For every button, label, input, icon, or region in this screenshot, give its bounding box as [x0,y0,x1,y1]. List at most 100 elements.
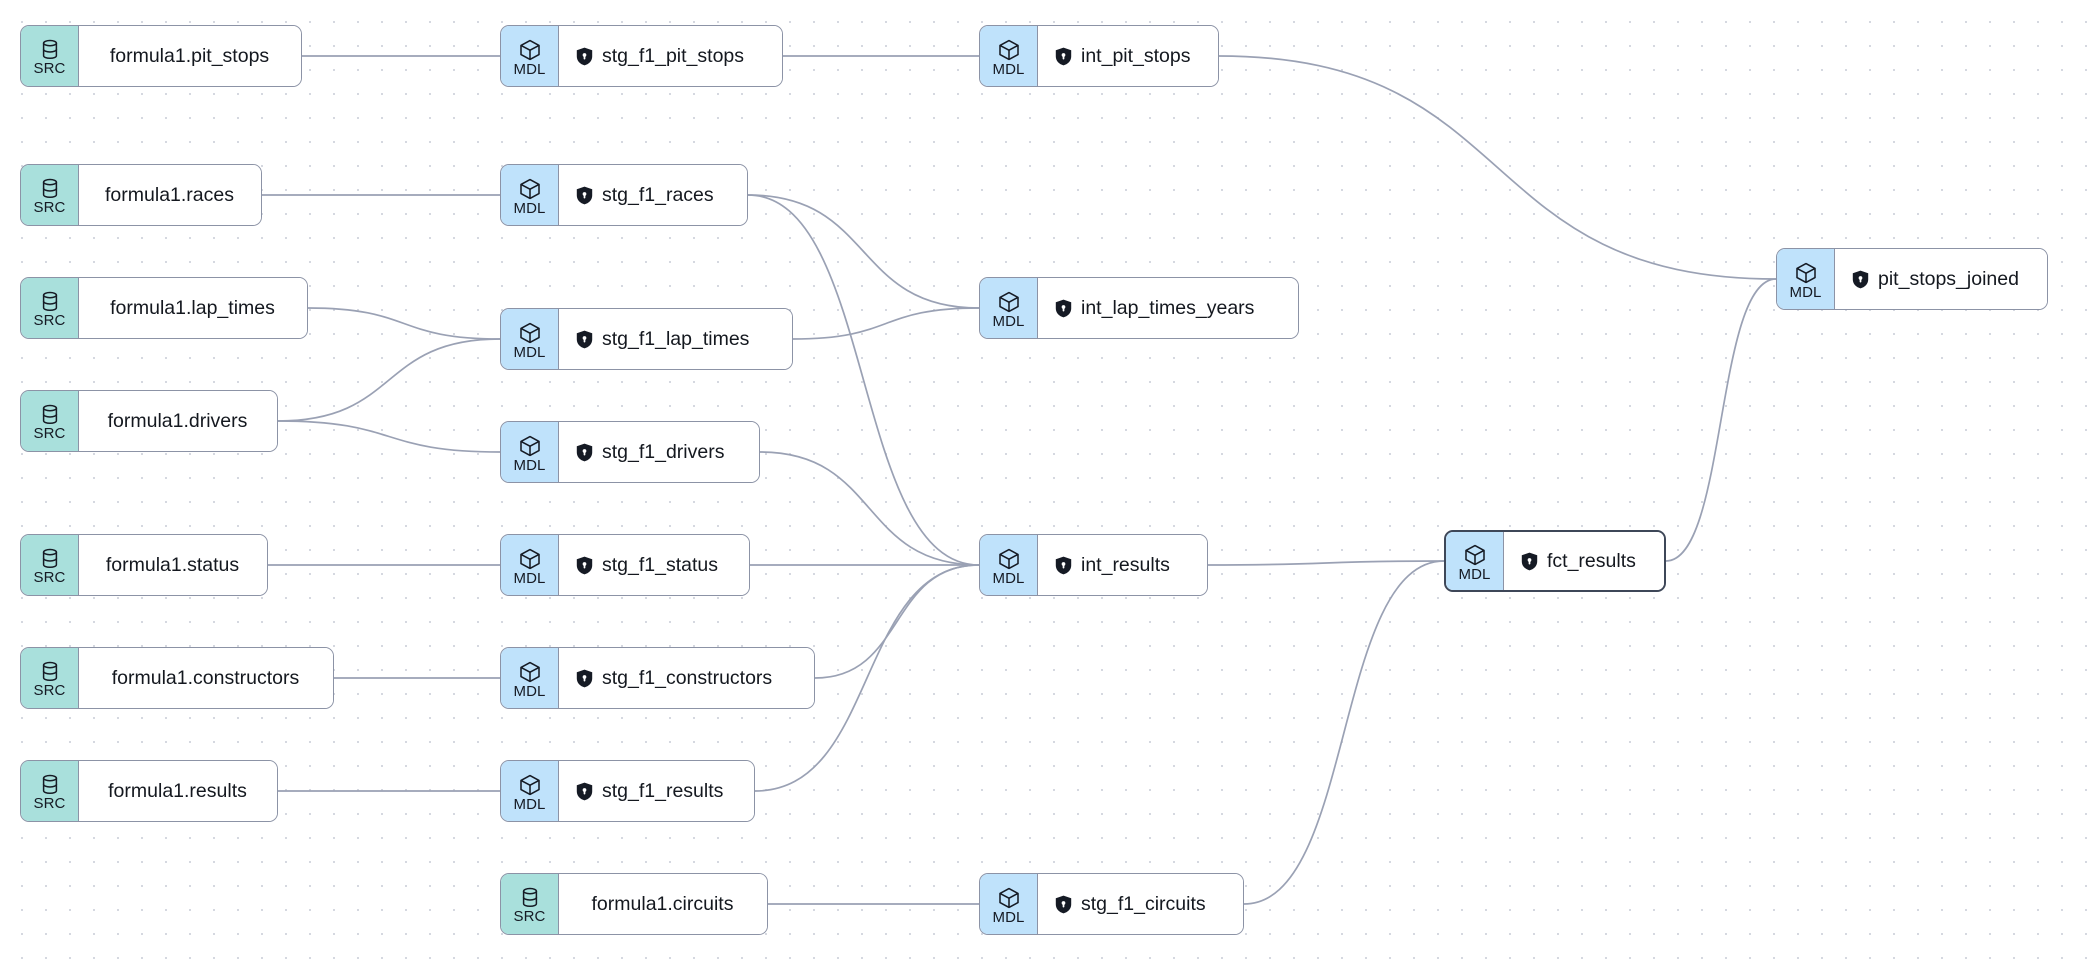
node-body: formula1.status [79,535,267,595]
node-body: stg_f1_races [559,165,747,225]
graph-node-int_results[interactable]: MDL int_results [979,534,1208,596]
node-body: formula1.circuits [559,874,767,934]
shield-lock-icon [1055,299,1072,318]
node-badge-label: MDL [992,60,1025,78]
graph-node-stg_pit_stops[interactable]: MDL stg_f1_pit_stops [500,25,783,87]
node-label: formula1.constructors [111,666,300,689]
cube-icon [998,39,1020,61]
database-icon [40,404,60,425]
node-label: formula1.status [105,553,240,576]
node-badge-label: MDL [513,60,546,78]
graph-node-src_pit_stops[interactable]: SRC formula1.pit_stops [20,25,302,87]
cube-icon [519,435,541,457]
shield-lock-icon [576,782,593,801]
graph-node-src_lap_times[interactable]: SRC formula1.lap_times [20,277,308,339]
node-badge-label: SRC [33,199,66,216]
cube-icon [519,322,541,344]
node-label: formula1.pit_stops [109,44,270,67]
graph-node-stg_status[interactable]: MDL stg_f1_status [500,534,750,596]
node-body: formula1.lap_times [79,278,307,338]
graph-node-int_pit_stops[interactable]: MDL int_pit_stops [979,25,1219,87]
graph-node-src_circuits[interactable]: SRC formula1.circuits [500,873,768,935]
cube-icon [519,661,541,683]
node-badge-label: MDL [513,795,546,813]
node-body: stg_f1_drivers [559,422,759,482]
node-badge-label: MDL [992,569,1025,587]
cube-icon [1464,544,1486,566]
node-type-badge-source: SRC [21,391,79,451]
node-badge-label: MDL [513,682,546,700]
node-type-badge-source: SRC [21,26,79,86]
graph-node-src_status[interactable]: SRC formula1.status [20,534,268,596]
node-badge-label: SRC [33,682,66,699]
node-type-badge-model: MDL [501,761,559,821]
graph-node-stg_races[interactable]: MDL stg_f1_races [500,164,748,226]
node-badge-label: MDL [513,343,546,361]
node-type-badge-model: MDL [501,309,559,369]
node-body: formula1.results [79,761,277,821]
graph-node-src_results[interactable]: SRC formula1.results [20,760,278,822]
cube-icon [519,774,541,796]
database-icon [40,178,60,199]
node-label: stg_f1_status [602,553,718,576]
database-icon [40,661,60,682]
graph-node-src_races[interactable]: SRC formula1.races [20,164,262,226]
node-type-badge-model: MDL [1446,532,1504,590]
node-label: fct_results [1547,549,1636,572]
node-body: stg_f1_lap_times [559,309,792,369]
node-body: stg_f1_results [559,761,754,821]
node-body: stg_f1_constructors [559,648,814,708]
node-badge-label: MDL [992,908,1025,926]
cube-icon [998,887,1020,909]
node-label: formula1.circuits [591,892,734,915]
node-label: stg_f1_lap_times [602,327,750,350]
node-badge-label: MDL [992,312,1025,330]
node-label: int_lap_times_years [1081,296,1255,319]
graph-node-int_lap_times_years[interactable]: MDL int_lap_times_years [979,277,1299,339]
node-label: int_results [1081,553,1170,576]
cube-icon [519,39,541,61]
node-type-badge-source: SRC [21,278,79,338]
node-body: formula1.races [79,165,261,225]
shield-lock-icon [1521,552,1538,571]
node-type-badge-source: SRC [21,165,79,225]
shield-lock-icon [1055,895,1072,914]
cube-icon [998,291,1020,313]
node-body: int_pit_stops [1038,26,1218,86]
node-badge-label: SRC [33,312,66,329]
node-badge-label: MDL [513,569,546,587]
node-body: stg_f1_status [559,535,749,595]
node-label: stg_f1_circuits [1081,892,1206,915]
graph-node-pit_stops_joined[interactable]: MDL pit_stops_joined [1776,248,2048,310]
cube-icon [519,178,541,200]
node-badge-label: SRC [33,795,66,812]
node-badge-label: SRC [513,908,546,925]
graph-node-stg_results[interactable]: MDL stg_f1_results [500,760,755,822]
node-type-badge-source: SRC [21,535,79,595]
node-label: stg_f1_results [602,779,724,802]
graph-node-stg_circuits[interactable]: MDL stg_f1_circuits [979,873,1244,935]
node-badge-label: MDL [513,199,546,217]
node-label: formula1.results [108,779,247,802]
node-body: fct_results [1504,532,1664,590]
node-badge-label: SRC [33,569,66,586]
graph-node-stg_drivers[interactable]: MDL stg_f1_drivers [500,421,760,483]
node-badge-label: MDL [1458,565,1491,583]
graph-node-stg_constructors[interactable]: MDL stg_f1_constructors [500,647,815,709]
node-badge-label: MDL [1789,283,1822,301]
graph-node-stg_lap_times[interactable]: MDL stg_f1_lap_times [500,308,793,370]
node-label: stg_f1_drivers [602,440,725,463]
database-icon [40,291,60,312]
node-body: stg_f1_circuits [1038,874,1243,934]
database-icon [40,548,60,569]
node-body: int_results [1038,535,1207,595]
node-label: int_pit_stops [1081,44,1191,67]
cube-icon [1795,262,1817,284]
shield-lock-icon [576,47,593,66]
graph-node-fct_results[interactable]: MDL fct_results [1444,530,1666,592]
graph-node-src_constructors[interactable]: SRC formula1.constructors [20,647,334,709]
node-badge-label: MDL [513,456,546,474]
shield-lock-icon [576,330,593,349]
